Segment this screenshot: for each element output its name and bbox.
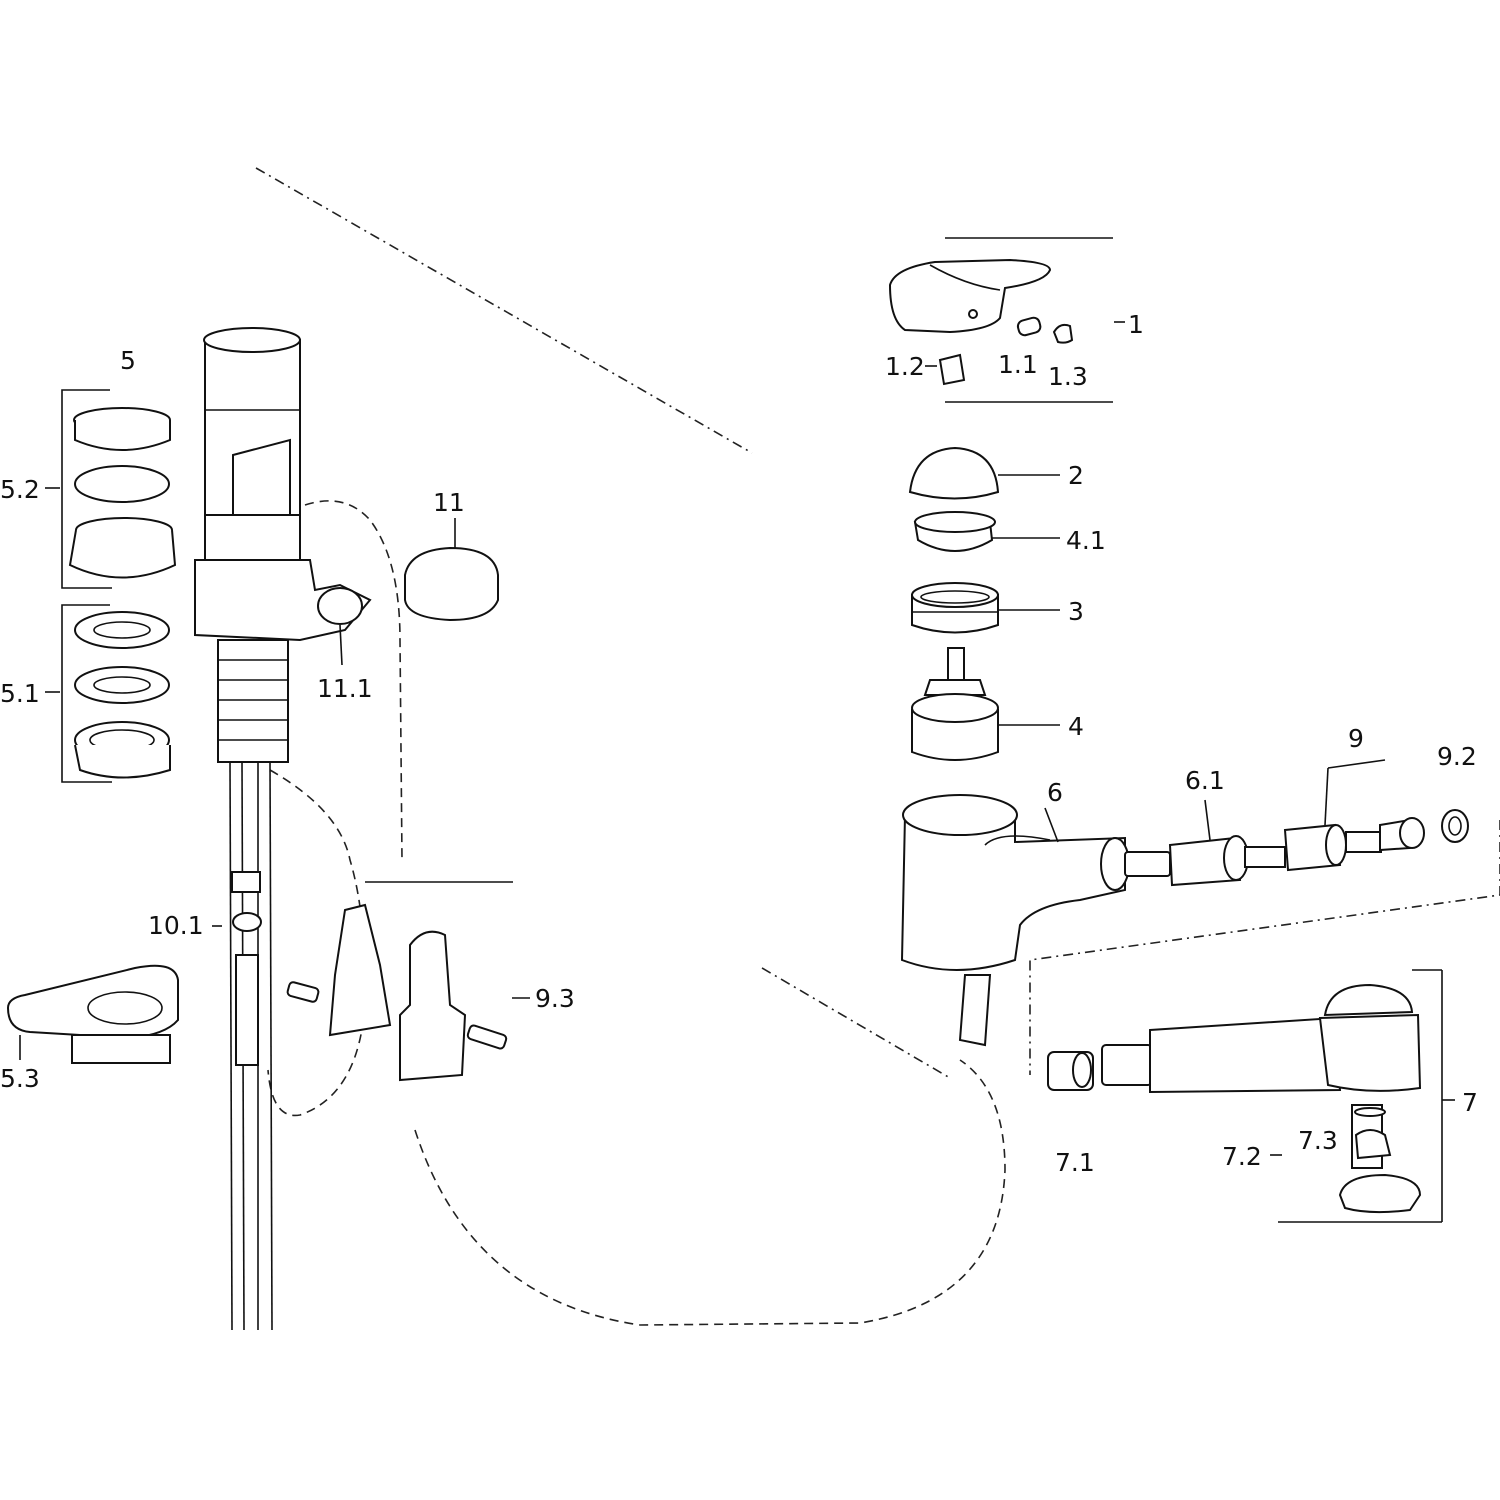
washer-9-2 — [1441, 809, 1469, 843]
label-part-11-1: 11.1 — [317, 674, 373, 703]
screw-1-1 — [1016, 316, 1042, 337]
cover-cap — [404, 518, 499, 622]
label-part-2: 2 — [1068, 461, 1084, 490]
label-part-5: 5 — [120, 346, 136, 375]
cartridge — [911, 647, 1060, 761]
label-part-7-2: 7.2 — [1222, 1142, 1262, 1171]
label-part-7: 7 — [1462, 1088, 1478, 1117]
label-part-11: 11 — [433, 488, 465, 517]
label-part-5-2: 5.2 — [0, 475, 40, 504]
washer-10-1 — [232, 912, 262, 932]
locking-ring — [913, 511, 1060, 552]
label-part-9: 9 — [1348, 724, 1364, 753]
label-part-6: 6 — [1047, 778, 1063, 807]
lever-handle-group — [888, 237, 1125, 403]
flexible-hose — [958, 974, 992, 1047]
clip-1-2 — [938, 353, 966, 386]
spray-head-group — [1047, 969, 1455, 1223]
label-part-6-1: 6.1 — [1185, 766, 1225, 795]
label-part-1-2: 1.2 — [885, 352, 925, 381]
label-part-9-2: 9.2 — [1437, 742, 1477, 771]
label-part-4: 4 — [1068, 712, 1084, 741]
mounting-brackets — [286, 881, 530, 1082]
label-part-7-1: 7.1 — [1055, 1148, 1095, 1177]
label-part-5-3: 5.3 — [0, 1064, 40, 1093]
label-part-1-1: 1.1 — [998, 350, 1038, 379]
lever-handle — [888, 258, 1052, 334]
label-part-5-1: 5.1 — [0, 679, 40, 708]
spout-body — [900, 794, 1130, 971]
dome-cap — [908, 446, 1060, 500]
label-part-4-1: 4.1 — [1066, 526, 1106, 555]
mounting-kit-group — [45, 389, 177, 783]
base-plate — [6, 964, 179, 1064]
faucet-body — [194, 327, 372, 1331]
cap-screw-1-3 — [1052, 323, 1074, 344]
label-part-9-3: 9.3 — [535, 984, 575, 1013]
label-part-7-3: 7.3 — [1298, 1126, 1338, 1155]
label-part-1: 1 — [1128, 310, 1144, 339]
label-part-10-1: 10.1 — [148, 911, 204, 940]
ring-nut — [911, 582, 1060, 634]
label-part-3: 3 — [1068, 597, 1084, 626]
hose-couplings — [1124, 759, 1469, 887]
threaded-shank — [217, 639, 289, 763]
label-part-1-3: 1.3 — [1048, 362, 1088, 391]
